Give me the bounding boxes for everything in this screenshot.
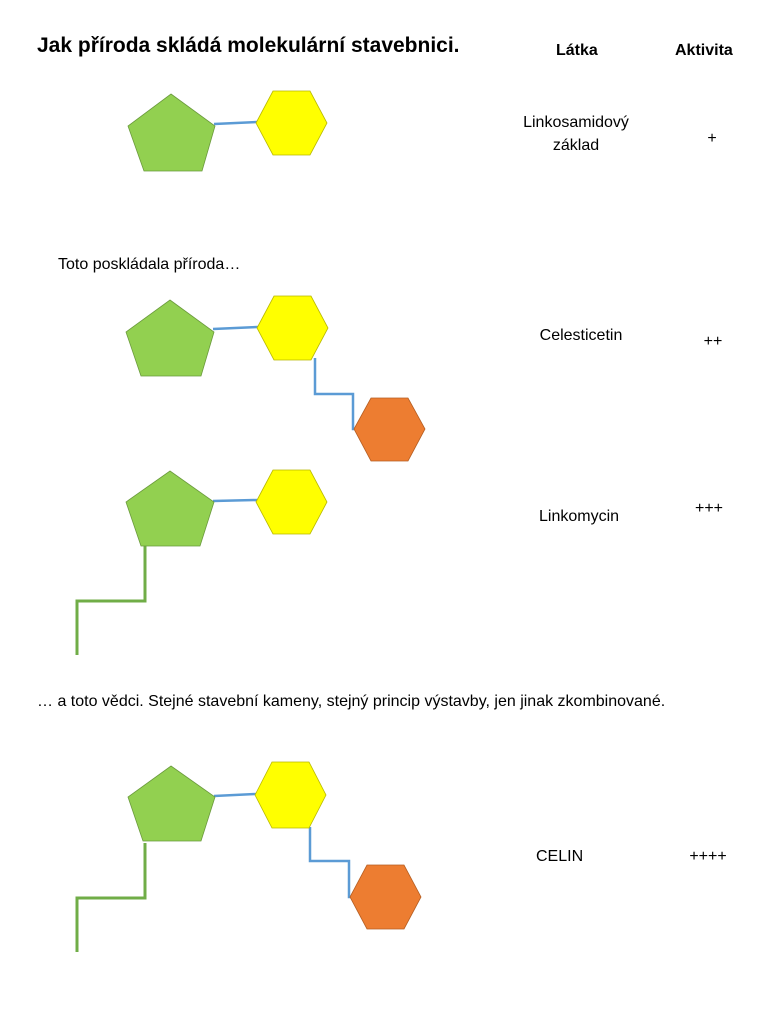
blue-link — [212, 498, 258, 503]
row-3-activity: +++ — [694, 500, 724, 517]
yellow-hexagon — [256, 295, 329, 361]
row-1-substance-line-1: Linkosamidový — [523, 114, 629, 131]
row-4-substance: CELIN — [536, 848, 584, 865]
green-pentagon — [125, 470, 215, 547]
yellow-hexagon — [255, 469, 328, 535]
blue-chain — [308, 827, 351, 899]
molecule-3 — [75, 469, 328, 655]
row-2-activity: ++ — [703, 333, 723, 350]
row-2-substance: Celesticetin — [539, 327, 623, 344]
molecule-1 — [127, 90, 328, 172]
molecule-4 — [75, 761, 422, 952]
header-activity: Aktivita — [675, 42, 733, 59]
page-title: Jak příroda skládá molekulární stavebnic… — [37, 34, 460, 57]
green-pentagon — [127, 93, 216, 172]
yellow-hexagon — [254, 761, 327, 829]
blue-link — [212, 325, 259, 331]
orange-hexagon — [349, 864, 422, 930]
row-3-substance: Linkomycin — [538, 508, 620, 525]
green-chain — [75, 546, 147, 655]
header-substance: Látka — [556, 42, 598, 59]
green-pentagon — [127, 765, 216, 842]
molecule-2 — [125, 295, 426, 462]
orange-hexagon — [353, 397, 426, 462]
blue-link — [213, 120, 258, 126]
yellow-hexagon — [255, 90, 328, 156]
row-1-substance: Linkosamidový základ — [523, 111, 629, 157]
blue-chain — [313, 358, 356, 431]
row-1-substance-line-2: základ — [552, 137, 600, 154]
green-chain — [75, 843, 147, 952]
caption-scientists: … a toto vědci. Stejné stavební kameny, … — [37, 693, 666, 710]
blue-link — [213, 792, 257, 798]
row-4-activity: ++++ — [689, 848, 727, 865]
row-1-activity: + — [707, 130, 717, 147]
green-pentagon — [125, 299, 215, 377]
caption-nature: Toto poskládala příroda… — [58, 256, 241, 273]
